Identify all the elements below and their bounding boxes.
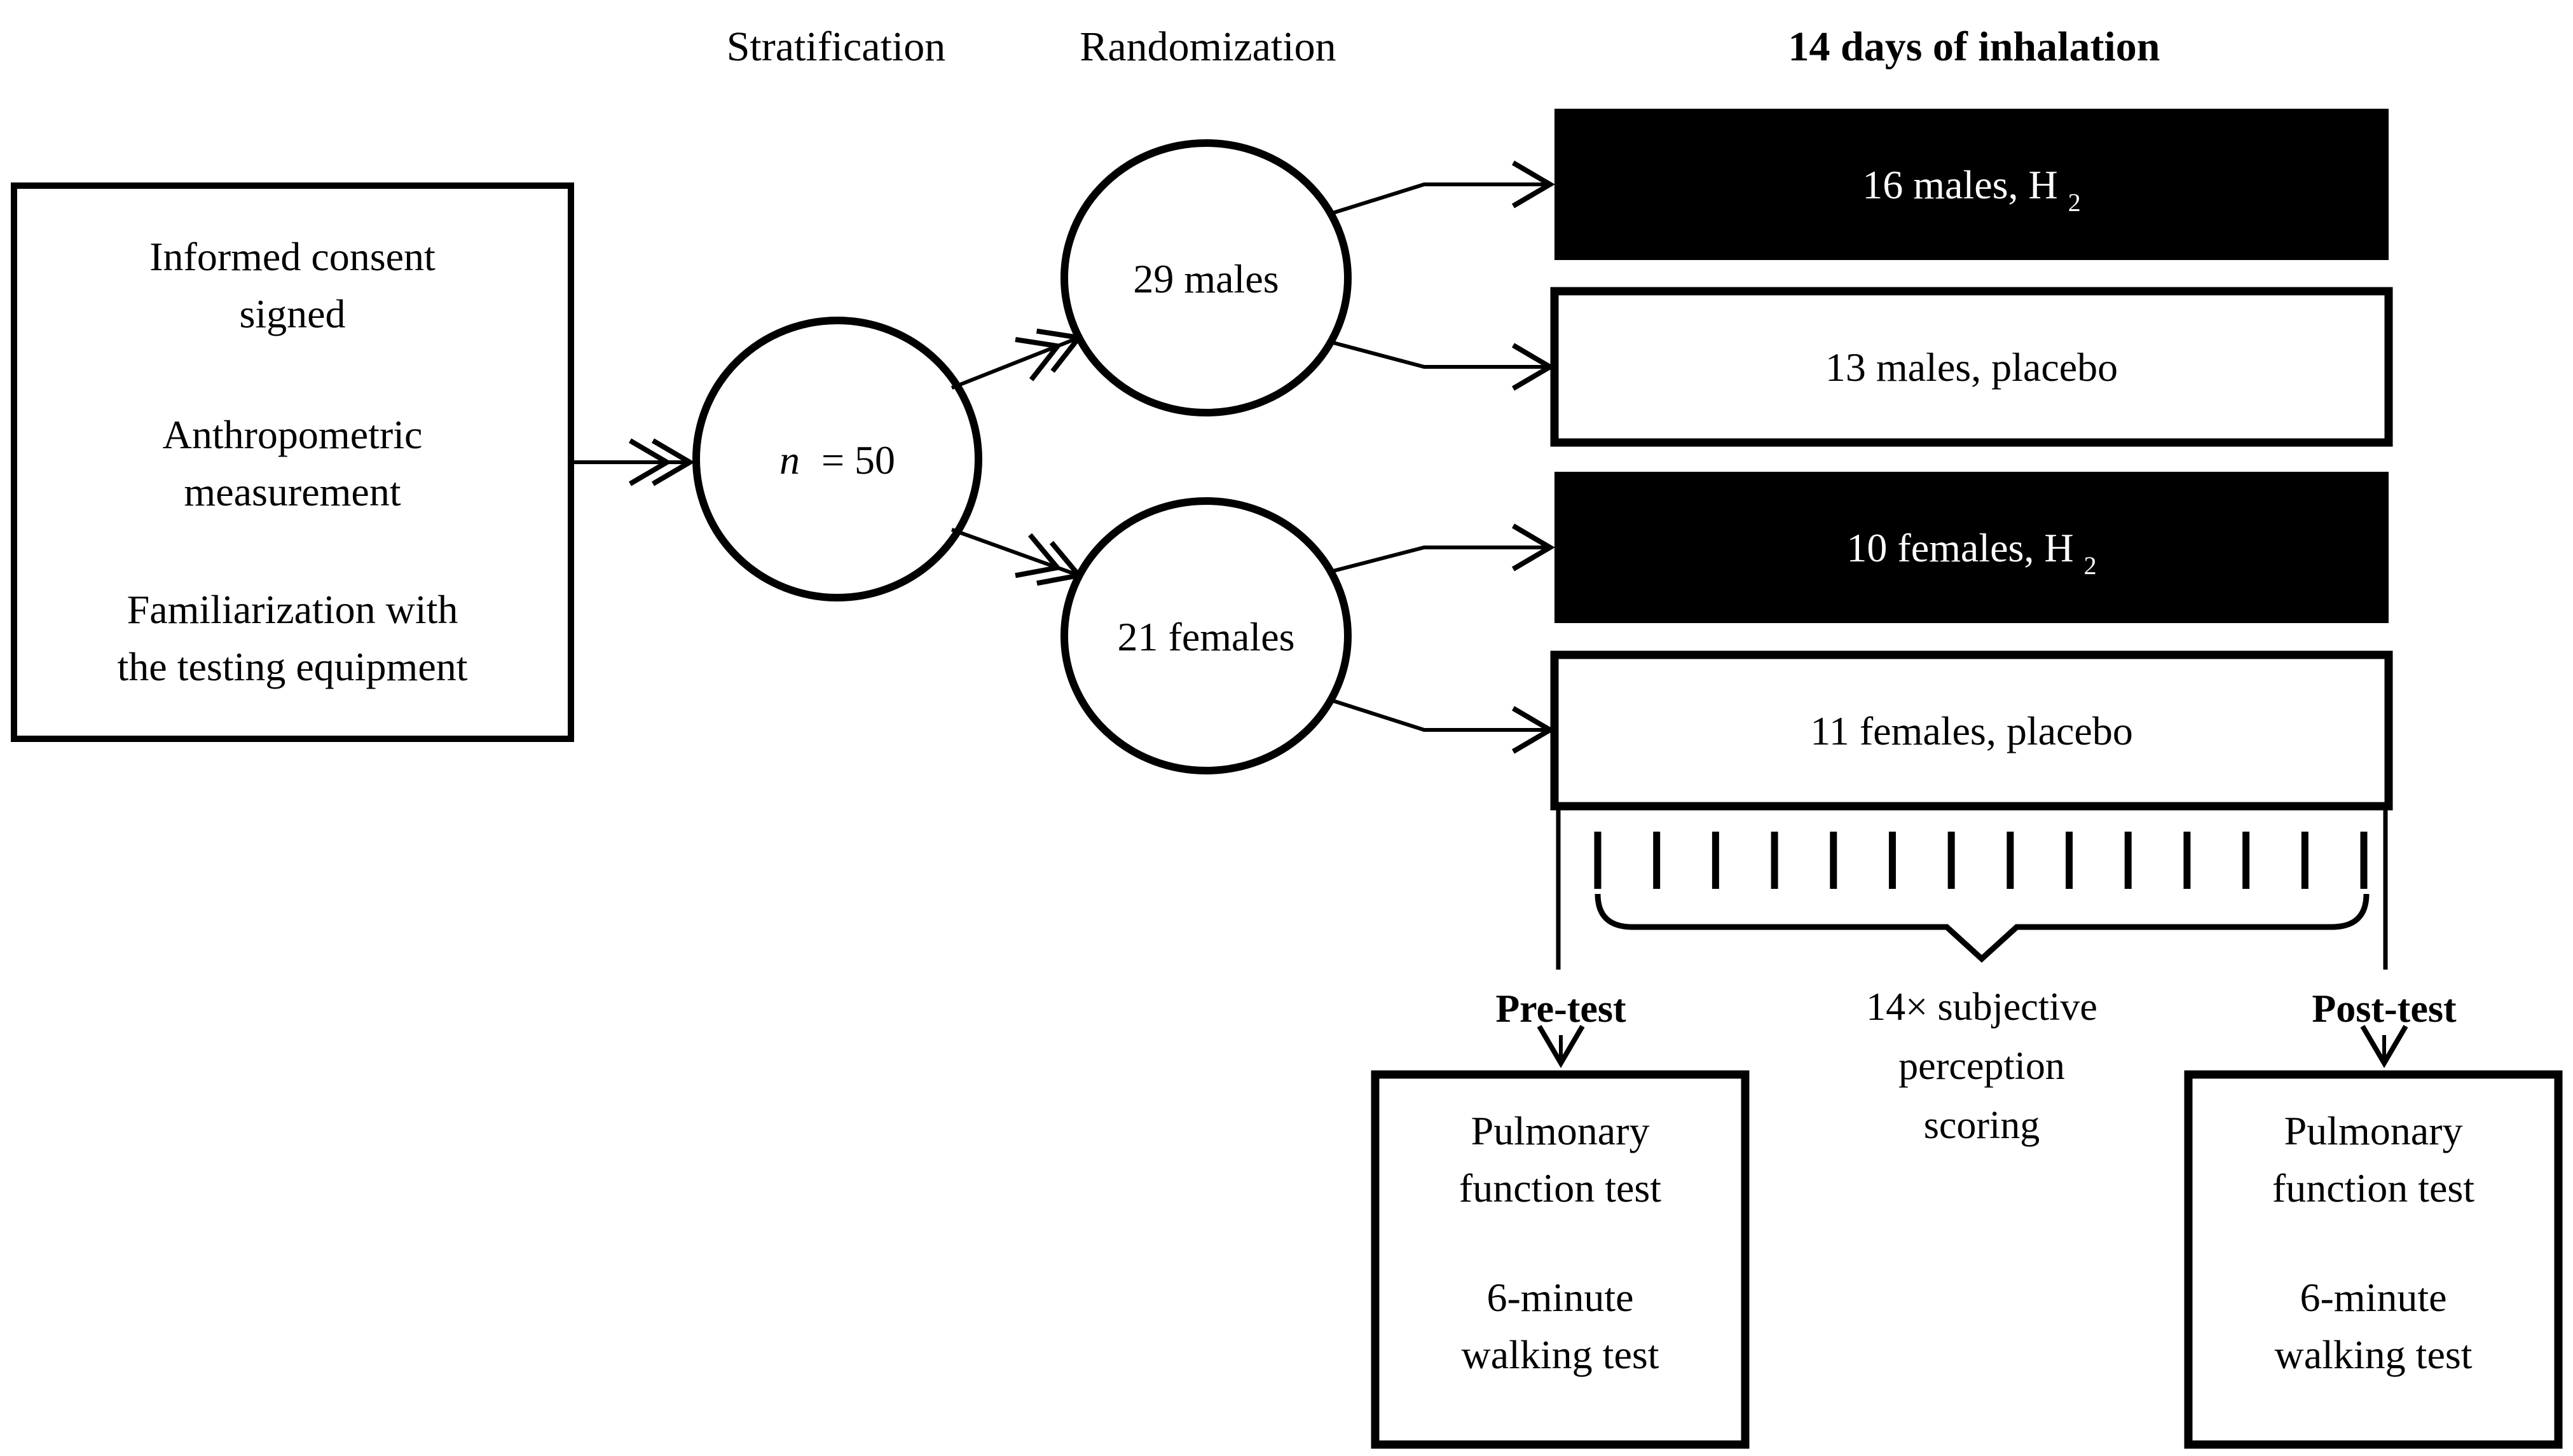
sample-node [692, 317, 982, 601]
post-test-line: function test [2272, 1165, 2474, 1211]
group-label-males-hydrogen: 16 males, H 2 [1862, 162, 2081, 217]
enrollment-box [11, 182, 574, 742]
post-test-box-text: Pulmonary function test 6-minute walking… [2272, 1108, 2474, 1377]
group-label-females-placebo: 11 females, placebo [1810, 708, 2133, 753]
pre-test-box-text: Pulmonary function test 6-minute walking… [1459, 1108, 1661, 1377]
sample-to-males-arrow [950, 328, 1084, 390]
group-text: 16 males, H [1862, 162, 2058, 207]
enrollment-line: Familiarization with [127, 587, 458, 632]
scoring-brace [1595, 893, 2370, 963]
enrollment-box-text: Informed consent signed Anthropometric m… [118, 234, 468, 689]
group-text: 11 females, placebo [1810, 708, 2133, 753]
sample-node-label: n = 50 [779, 437, 895, 483]
females-to-placebo-arrow [1330, 698, 1555, 754]
scoring-line: scoring [1924, 1104, 2040, 1147]
stratification-label: Stratification [727, 24, 946, 70]
pre-test-box [1371, 1070, 1750, 1449]
group-text: 13 males, placebo [1825, 345, 2118, 390]
enrollment-line: the testing equipment [118, 644, 468, 689]
enrollment-line: Informed consent [149, 234, 436, 279]
randomization-label: Randomization [1080, 24, 1336, 70]
enrollment-line: signed [239, 291, 345, 336]
females-stratum-node [1060, 497, 1352, 774]
daily-tick-marks [1594, 832, 2368, 889]
group-subscript: 2 [2068, 188, 2081, 217]
sample-to-females-arrow [950, 528, 1084, 586]
post-test-label: Post-test [2312, 987, 2457, 1031]
group-bar-males-hydrogen [1554, 109, 2389, 260]
group-bar-females-placebo [1550, 650, 2393, 811]
males-to-placebo-arrow [1330, 340, 1555, 391]
group-bar-females-hydrogen [1554, 472, 2389, 623]
inhalation-phase-label: 14 days of inhalation [1788, 24, 2160, 70]
post-test-line: Pulmonary [2284, 1108, 2463, 1153]
pre-test-line: function test [1459, 1165, 1661, 1211]
pre-test-line: 6-minute [1486, 1275, 1633, 1320]
group-label-males-placebo: 13 males, placebo [1825, 345, 2118, 390]
sample-value: = 50 [821, 437, 895, 483]
group-bar-males-placebo [1550, 287, 2393, 447]
enrollment-line: measurement [184, 469, 401, 514]
group-text: 10 females, H [1846, 525, 2073, 570]
post-test-line: walking test [2274, 1332, 2472, 1377]
females-stratum-label: 21 females [1118, 614, 1295, 659]
sample-variable: n [779, 437, 800, 483]
post-test-box [2184, 1070, 2563, 1449]
pre-test-line: walking test [1461, 1332, 1659, 1377]
scoring-line: perception [1898, 1045, 2065, 1088]
group-subscript: 2 [2084, 551, 2097, 580]
scoring-label: 14× subjective perception scoring [1866, 986, 2097, 1147]
females-to-hydrogen-arrow [1330, 523, 1555, 573]
group-label-females-hydrogen: 10 females, H 2 [1846, 525, 2096, 580]
males-stratum-label: 29 males [1133, 256, 1279, 301]
pre-test-label: Pre-test [1495, 987, 1626, 1031]
males-to-hydrogen-arrow [1330, 160, 1555, 216]
males-stratum-node [1060, 139, 1352, 416]
pre-test-line: Pulmonary [1471, 1108, 1650, 1153]
enrollment-line: Anthropometric [163, 412, 423, 457]
scoring-line: 14× subjective [1866, 986, 2097, 1029]
post-test-line: 6-minute [2300, 1275, 2446, 1320]
